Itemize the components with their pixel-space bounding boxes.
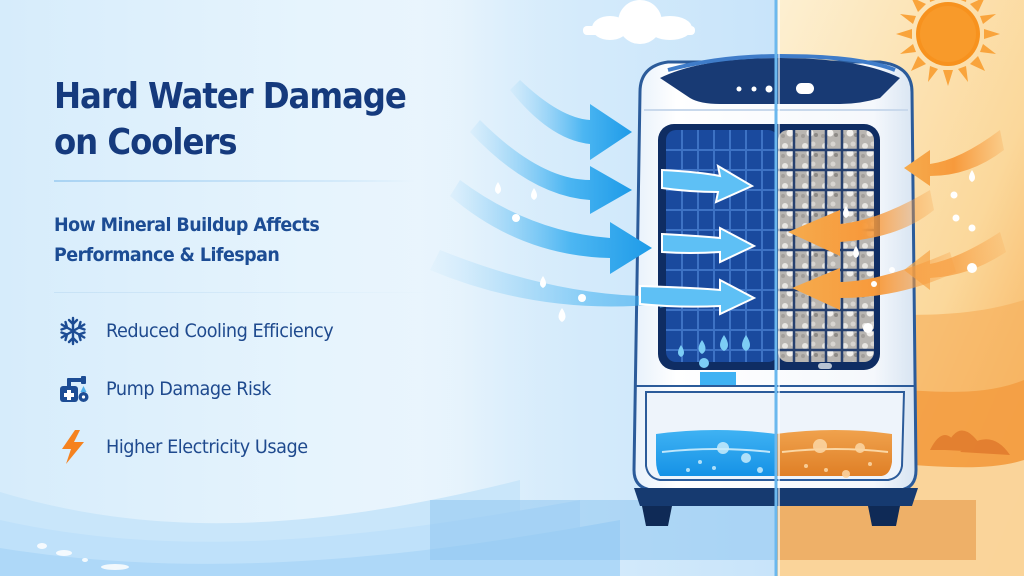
pass-through-arrows (639, 164, 757, 316)
feature-label: Reduced Cooling Efficiency (106, 320, 334, 342)
page-title: Hard Water Damage on Coolers (54, 74, 407, 166)
subtitle-line-1: How Mineral Buildup Affects (54, 214, 320, 236)
feature-item-cooling: Reduced Cooling Efficiency (58, 316, 350, 346)
cloud-icon (583, 0, 695, 44)
feature-item-electricity: Higher Electricity Usage (58, 430, 350, 464)
feature-item-pump: Pump Damage Risk (58, 374, 350, 404)
title-line-2: on Coolers (54, 122, 238, 163)
subtitle-divider (54, 292, 434, 293)
title-divider (54, 180, 414, 182)
subtitle: How Mineral Buildup Affects Performance … (54, 210, 320, 270)
subtitle-line-2: Performance & Lifespan (54, 244, 280, 266)
sun-icon (896, 0, 1000, 86)
title-line-1: Hard Water Damage (54, 76, 407, 117)
snowflake-icon (58, 316, 92, 346)
lightning-bolt-icon (58, 430, 92, 464)
pump-icon (58, 374, 92, 404)
feature-label: Higher Electricity Usage (106, 436, 308, 458)
feature-list: Reduced Cooling Efficiency Pump Damage R… (58, 316, 350, 490)
feature-label: Pump Damage Risk (106, 378, 271, 400)
